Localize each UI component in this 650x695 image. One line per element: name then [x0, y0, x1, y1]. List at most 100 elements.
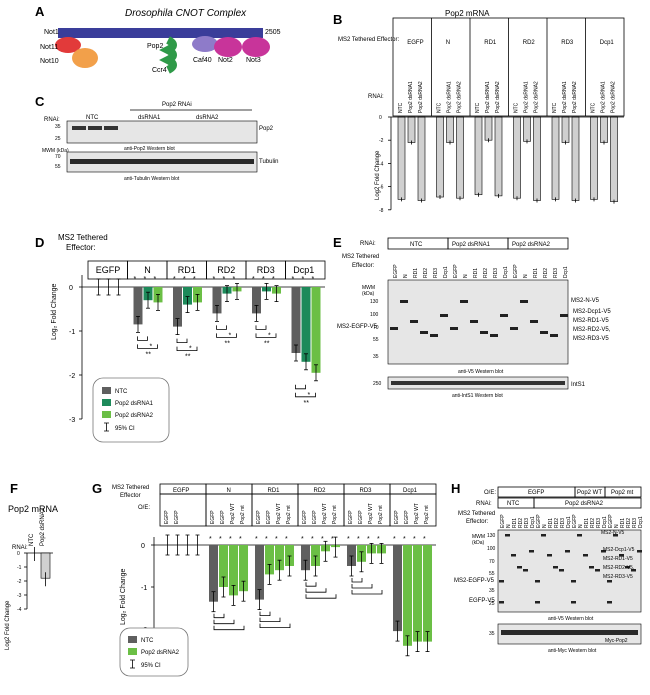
b-lane-label: NTC: [475, 102, 481, 113]
panel-b-letter: B: [333, 12, 342, 27]
d-bracket: [295, 392, 316, 398]
d-bracket: [295, 384, 306, 390]
c-mwm-label: MWM (kDa): [42, 148, 69, 154]
d-effector-4: RD3: [257, 265, 275, 275]
e-lane-label: RD1: [533, 268, 539, 278]
h-lane-label: RD2: [518, 518, 524, 528]
h-mw-70: 70: [489, 559, 495, 565]
e-band: [550, 334, 558, 337]
g-bracket: [213, 619, 235, 625]
b-effector-4: RD3: [561, 40, 574, 46]
h-lane-label: RD3: [524, 518, 530, 528]
panel-f: F Pop2 mRNA RNAi: NTC Pop2 dsRNA2 Log2 F…: [5, 481, 58, 650]
g-bracket: [351, 584, 373, 589]
e-group-ntc: NTC: [410, 242, 423, 248]
g-bar: [275, 545, 284, 571]
g-oe-col: EGFP: [302, 510, 308, 524]
c-blot2-label: anti-Tubulin Western blot: [124, 176, 180, 182]
g-bar: [413, 545, 422, 642]
b-bar: [397, 116, 406, 200]
b-effector-0: EGFP: [407, 40, 423, 46]
e-lane-label: Dcp1: [503, 266, 509, 278]
c-band-3: [104, 126, 118, 130]
d-bar: [291, 287, 301, 353]
h-right-rd3: MS2-RD3-V5: [603, 574, 633, 580]
h-lane-label: RD3: [632, 518, 638, 528]
d-sig-star: *: [252, 276, 255, 283]
h-rnai-label: RNAi:: [476, 501, 492, 507]
g-sig-star: *: [229, 536, 232, 543]
h-right-rd1: MS2-RD1-V5: [603, 556, 633, 562]
b-bars: [397, 116, 618, 204]
f-ytick-label: -1: [17, 565, 22, 571]
d-bar: [133, 287, 143, 325]
b-bar: [474, 116, 483, 196]
d-legend-ci: 95% CI: [115, 426, 135, 432]
b-rnai-label: RNAi:: [368, 94, 384, 100]
g-oe-col: Pop2 mt: [332, 505, 338, 524]
g-sig-star: *: [423, 536, 426, 543]
c-mw-55: 55: [55, 164, 61, 170]
g-bracket: [213, 613, 225, 619]
h-lane-label: Dcp1: [530, 516, 536, 528]
b-title: Pop2 mRNA: [445, 9, 490, 18]
g-oe-col: EGFP: [256, 510, 262, 524]
f-ytick-label: -2: [17, 579, 22, 585]
d-sig-star: *: [213, 276, 216, 283]
d-bracket-star: *: [308, 392, 311, 399]
h-lane-label: RD2: [554, 518, 560, 528]
e-right-dcp1: MS2-Dcp1-V5: [573, 309, 611, 315]
g-sig-star: *: [301, 536, 304, 543]
d-effector-label-1: MS2 Tethered: [58, 233, 108, 242]
h-lane-label: EGFP: [500, 514, 506, 528]
e-blot1-label: anti-V5 Western blot: [458, 369, 504, 375]
f-lane-ds2: Pop2 dsRNA2: [40, 507, 46, 546]
g-bar: [393, 545, 402, 632]
d-ytick-label: 0: [69, 285, 73, 292]
h-oe-wt: Pop2 WT: [577, 490, 602, 496]
d-legend-ci-icon: [104, 422, 109, 432]
d-effector-0: EGFP: [96, 265, 121, 275]
g-sig-star: *: [265, 536, 268, 543]
panel-e: E RNAi: NTC Pop2 dsRNA1 Pop2 dsRNA2 MS2 …: [333, 235, 611, 399]
f-bars: [34, 547, 51, 587]
e-mw-70: 70: [373, 325, 379, 331]
e-lane-label: RD1: [473, 268, 479, 278]
c-band-1: [72, 126, 86, 130]
c-mw-35: 35: [55, 124, 61, 130]
e-lane-label: N: [403, 274, 409, 278]
f-ytick-label: 0: [17, 551, 20, 557]
f-ytick-label: -3: [17, 593, 22, 599]
d-bracket-star: **: [225, 340, 231, 347]
panel-g-letter: G: [92, 481, 102, 496]
e-band: [480, 331, 488, 334]
b-lane-label: Pop2 dsRNA1: [408, 81, 414, 113]
e-blot2-label: anti-IntS1 Western blot: [452, 393, 503, 399]
not1-bar: [58, 28, 263, 38]
g-bracket: [259, 611, 271, 616]
e-lane-label: EGFP: [513, 264, 519, 278]
h-lane-label: Dcp1: [602, 516, 608, 528]
panel-f-letter: F: [10, 481, 18, 496]
d-bracket-star: **: [304, 400, 310, 407]
e-right-n: MS2-N-V5: [571, 298, 600, 304]
panel-e-letter: E: [333, 235, 342, 250]
g-bracket: [305, 594, 337, 599]
b-lane-label: NTC: [552, 102, 558, 113]
d-bracket: [216, 333, 237, 338]
d-sig-star: *: [193, 276, 196, 283]
g-oe-col: EGFP: [266, 510, 272, 524]
cnot-title: Drosophila CNOT Complex: [125, 8, 247, 19]
g-legend-ds2: Pop2 dsRNA2: [141, 650, 180, 656]
e-effector-label-1: MS2 Tethered: [342, 254, 379, 260]
b-effector-label: MS2 Tethered Effector:: [338, 37, 399, 43]
d-effector-1: N: [144, 265, 151, 275]
h-oe-mt-box: [604, 486, 642, 498]
d-bracket: [137, 336, 148, 341]
g-ytick-label: -1: [141, 585, 147, 592]
g-bracket: [305, 582, 317, 587]
h-lane-label: RD1: [620, 518, 626, 528]
h-lane-label: N: [506, 524, 512, 528]
d-bracket-star: **: [264, 340, 270, 347]
h-band: [517, 566, 522, 569]
